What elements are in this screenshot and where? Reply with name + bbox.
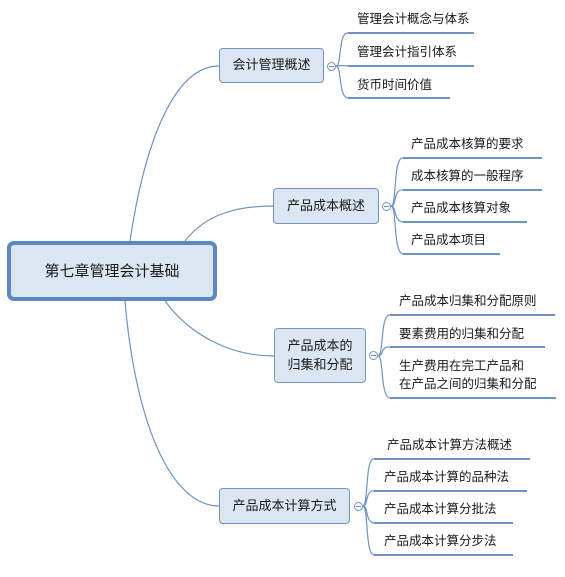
collapse-toggle-icon[interactable] <box>382 202 391 211</box>
root-node[interactable]: 第七章管理会计基础 <box>7 241 217 301</box>
leaf-underline <box>374 554 513 556</box>
root-label: 第七章管理会计基础 <box>44 261 180 280</box>
branch-node-accounting-overview[interactable]: 会计管理概述 <box>219 48 324 83</box>
leaf-item[interactable]: 产品成本计算方法概述 <box>387 437 513 452</box>
leaf-item[interactable]: 产品成本计算的品种法 <box>384 469 510 484</box>
leaf-underline <box>348 97 450 99</box>
leaf-item[interactable]: 产品成本核算对象 <box>411 200 512 215</box>
leaf-item[interactable]: 产品成本归集和分配原则 <box>399 293 537 308</box>
leaf-item[interactable]: 管理会计指引体系 <box>357 44 458 59</box>
branch-to-leaf-connector <box>335 32 349 67</box>
branch-to-leaf-connector <box>362 458 375 507</box>
collapse-toggle-icon[interactable] <box>354 502 363 511</box>
branch-label: 会计管理概述 <box>232 58 311 73</box>
leaf-item[interactable]: 产品成本项目 <box>411 232 487 247</box>
leaf-underline <box>403 157 542 159</box>
branch-node-product-cost-overview[interactable]: 产品成本概述 <box>273 188 379 224</box>
root-to-branch-connector <box>129 65 220 242</box>
leaf-item[interactable]: 产品成本计算分步法 <box>384 533 497 548</box>
branch-to-leaf-connector <box>362 505 375 556</box>
branch-node-cost-allocation[interactable]: 产品成本的 归集和分配 <box>274 328 366 383</box>
branch-label: 产品成本计算方式 <box>232 498 337 514</box>
leaf-underline <box>403 221 527 223</box>
branch-to-leaf-connector <box>362 490 375 507</box>
leaf-item[interactable]: 生产费用在完工产品和 在产品之间的归集和分配 <box>399 358 537 391</box>
leaf-item[interactable]: 管理会计概念与体系 <box>357 11 470 26</box>
root-to-branch-connector <box>184 205 274 242</box>
collapse-toggle-icon[interactable] <box>327 62 336 71</box>
leaf-underline <box>403 189 542 191</box>
leaf-underline <box>374 490 527 492</box>
leaf-underline <box>348 32 474 34</box>
leaf-item[interactable]: 产品成本核算的要求 <box>411 136 524 151</box>
branch-to-leaf-connector <box>390 189 404 207</box>
root-to-branch-connector <box>124 300 220 507</box>
leaf-item[interactable]: 产品成本计算分批法 <box>384 501 497 516</box>
branch-to-leaf-connector <box>377 355 391 399</box>
branch-to-leaf-connector <box>390 157 404 207</box>
branch-to-leaf-connector <box>390 205 404 255</box>
leaf-item[interactable]: 成本核算的一般程序 <box>411 168 524 183</box>
leaf-underline <box>390 397 556 399</box>
leaf-underline <box>374 522 513 524</box>
branch-label: 产品成本的 归集和分配 <box>287 338 353 373</box>
collapse-toggle-icon[interactable] <box>369 351 378 360</box>
leaf-underline <box>390 314 555 316</box>
leaf-item[interactable]: 货币时间价值 <box>357 77 433 92</box>
leaf-underline <box>348 65 474 67</box>
leaf-underline <box>374 458 530 460</box>
branch-to-leaf-connector <box>335 65 349 99</box>
branch-to-leaf-connector <box>377 314 391 357</box>
branch-node-cost-calculation-methods[interactable]: 产品成本计算方式 <box>219 488 350 524</box>
branch-label: 产品成本概述 <box>286 198 365 214</box>
branch-to-leaf-connector <box>377 346 391 357</box>
leaf-item[interactable]: 要素费用的归集和分配 <box>399 326 525 341</box>
leaf-underline <box>390 346 545 348</box>
root-to-branch-connector <box>164 300 275 357</box>
leaf-underline <box>403 253 500 255</box>
